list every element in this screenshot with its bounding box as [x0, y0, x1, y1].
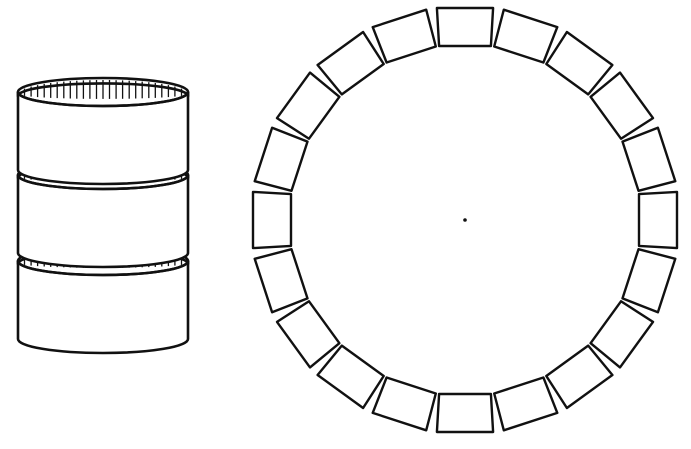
ring-tile-13 — [318, 346, 384, 408]
ring-tile-14 — [277, 301, 339, 367]
ring-tile-16 — [253, 192, 291, 248]
ring-tile-7 — [623, 249, 676, 312]
ring-tile-3 — [546, 32, 612, 94]
ring-tile-10 — [494, 378, 557, 431]
ring-tile-1 — [437, 8, 493, 46]
ring-tile-18 — [277, 73, 339, 139]
ring-tile-19 — [318, 32, 384, 94]
ring-tile-8 — [591, 301, 653, 367]
ring-tile-5 — [623, 128, 676, 191]
ring-tile-17 — [255, 128, 308, 191]
ring-tile-4 — [591, 73, 653, 139]
ring-tile-15 — [255, 249, 308, 312]
ring-tile-11 — [437, 394, 493, 432]
ring-center-dot — [463, 218, 467, 222]
ring-tile-12 — [373, 378, 436, 431]
ring-tile-6 — [639, 192, 677, 248]
band-1 — [18, 78, 188, 184]
ring-tile-9 — [546, 346, 612, 408]
ring-tile-20 — [373, 10, 436, 63]
stacked-bands — [18, 78, 188, 353]
ring-tile-2 — [494, 10, 557, 63]
